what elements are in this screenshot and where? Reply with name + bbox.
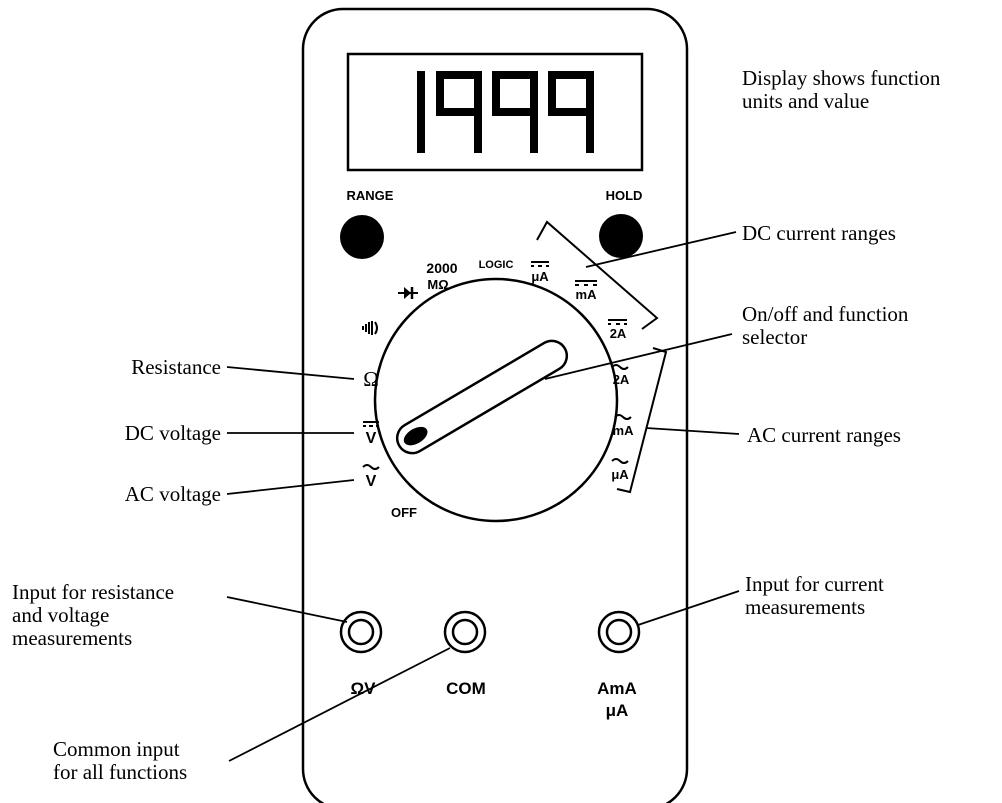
digit-1-segment (417, 71, 425, 153)
svg-text:mA: mA (613, 423, 635, 438)
jack-ohm-volt-label: ΩV (351, 679, 377, 698)
jack-com-label: COM (446, 679, 486, 698)
annotation-selector-line2: selector (742, 325, 807, 349)
annotation-selector-line1: On/off and function (742, 302, 909, 326)
dc-current-bracket (536, 220, 659, 330)
annotation-ac-current: AC current ranges (747, 423, 901, 447)
digit-9-c (548, 71, 594, 153)
speaker-icon (362, 321, 378, 335)
annotation-input-rv-line1: Input for resistance (12, 580, 174, 604)
svg-text:V: V (366, 473, 377, 490)
ac-ma-position: mA (613, 414, 635, 438)
jack-current-label-2: μA (606, 701, 629, 720)
annotation-ac-voltage: AC voltage (125, 482, 221, 506)
ac-ua-position: μA (611, 458, 629, 482)
svg-text:μA: μA (531, 269, 549, 284)
dc-ma-position: mA (575, 280, 598, 302)
annotation-input-current-line1: Input for current (745, 572, 884, 596)
svg-text:μA: μA (611, 467, 629, 482)
annotation-input-current-line2: measurements (745, 595, 865, 619)
diode-icon (398, 287, 418, 299)
dc-voltage-position: V (363, 421, 379, 447)
annotation-dc-voltage: DC voltage (125, 421, 221, 445)
ac-2a-position: 2A (611, 364, 630, 387)
digit-9-a (436, 71, 482, 153)
pointer-indicator (403, 426, 428, 446)
svg-text:mA: mA (576, 287, 598, 302)
annotation-common-line2: for all functions (53, 760, 187, 784)
display-digits (417, 71, 594, 153)
megohm-unit: MΩ (427, 277, 448, 292)
annotation-input-rv-line2: and voltage (12, 603, 109, 627)
logic-position: LOGIC (479, 259, 514, 271)
annotation-display-line1: Display shows function (742, 66, 941, 90)
jack-current[interactable] (597, 610, 641, 654)
range-button[interactable] (340, 215, 384, 259)
ac-current-bracket (616, 347, 668, 494)
ac-voltage-position: V (362, 464, 380, 490)
jack-com[interactable] (443, 610, 487, 654)
selector-pointer[interactable] (392, 335, 573, 458)
dc-ua-position: μA (531, 261, 549, 284)
hold-button[interactable] (599, 214, 643, 258)
svg-text:2A: 2A (610, 326, 627, 341)
hold-label: HOLD (606, 188, 643, 203)
annotation-input-rv-line3: measurements (12, 626, 132, 650)
jack-current-label-1: AmA (597, 679, 637, 698)
svg-text:2A: 2A (613, 372, 630, 387)
off-label: OFF (391, 505, 417, 520)
digit-9-b (492, 71, 538, 153)
annotation-dc-current: DC current ranges (742, 221, 896, 245)
leader-lines (226, 231, 740, 762)
megohm-value: 2000 (426, 260, 457, 276)
annotation-resistance: Resistance (131, 355, 221, 379)
range-label: RANGE (347, 188, 394, 203)
resistance-position: Ω (363, 367, 379, 391)
svg-text:V: V (366, 430, 377, 447)
jack-ohm-volt[interactable] (339, 610, 383, 654)
annotation-display-line2: units and value (742, 89, 869, 113)
annotation-common-line1: Common input (53, 737, 180, 761)
dc-2a-position: 2A (608, 319, 627, 341)
